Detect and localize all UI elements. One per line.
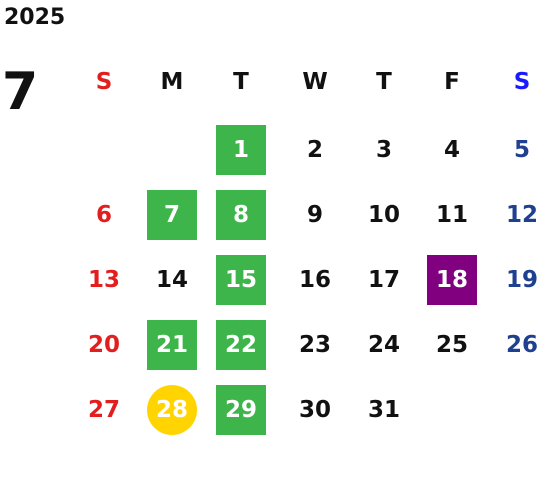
day-cell-21[interactable]: 21 (147, 320, 197, 370)
day-cell-29[interactable]: 29 (216, 385, 266, 435)
weekday-label-sun: S (95, 69, 113, 95)
weekday-label-tue: T (233, 69, 249, 95)
weekday-label-fri: F (444, 69, 460, 95)
day-cell-14[interactable]: 14 (155, 267, 188, 293)
day-cell-22[interactable]: 22 (216, 320, 266, 370)
day-cell-15[interactable]: 15 (216, 255, 266, 305)
day-cell-23[interactable]: 23 (298, 332, 331, 358)
calendar-month: 7 (2, 62, 39, 122)
day-cell-1[interactable]: 1 (216, 125, 266, 175)
day-cell-12[interactable]: 12 (505, 202, 538, 228)
day-cell-7[interactable]: 7 (147, 190, 197, 240)
weekday-label-sat: S (513, 69, 531, 95)
day-cell-27[interactable]: 27 (87, 397, 120, 423)
day-cell-13[interactable]: 13 (87, 267, 120, 293)
day-cell-6[interactable]: 6 (95, 202, 112, 228)
day-cell-24[interactable]: 24 (367, 332, 400, 358)
day-cell-2[interactable]: 2 (306, 137, 323, 163)
calendar-year: 2025 (4, 5, 66, 30)
weekday-label-mon: M (160, 69, 184, 95)
day-cell-20[interactable]: 20 (87, 332, 120, 358)
weekday-label-wed: W (302, 69, 328, 95)
weekday-label-thu: T (376, 69, 392, 95)
day-cell-28[interactable]: 28 (147, 385, 197, 435)
day-cell-3[interactable]: 3 (375, 137, 392, 163)
day-cell-9[interactable]: 9 (306, 202, 323, 228)
day-cell-26[interactable]: 26 (505, 332, 538, 358)
day-cell-17[interactable]: 17 (367, 267, 400, 293)
day-cell-8[interactable]: 8 (216, 190, 266, 240)
day-cell-16[interactable]: 16 (298, 267, 331, 293)
day-cell-11[interactable]: 11 (435, 202, 468, 228)
day-cell-31[interactable]: 31 (367, 397, 400, 423)
day-cell-10[interactable]: 10 (367, 202, 400, 228)
day-cell-25[interactable]: 25 (435, 332, 468, 358)
day-cell-4[interactable]: 4 (443, 137, 460, 163)
day-cell-5[interactable]: 5 (513, 137, 530, 163)
day-cell-19[interactable]: 19 (505, 267, 538, 293)
day-cell-18[interactable]: 18 (427, 255, 477, 305)
day-cell-30[interactable]: 30 (298, 397, 331, 423)
